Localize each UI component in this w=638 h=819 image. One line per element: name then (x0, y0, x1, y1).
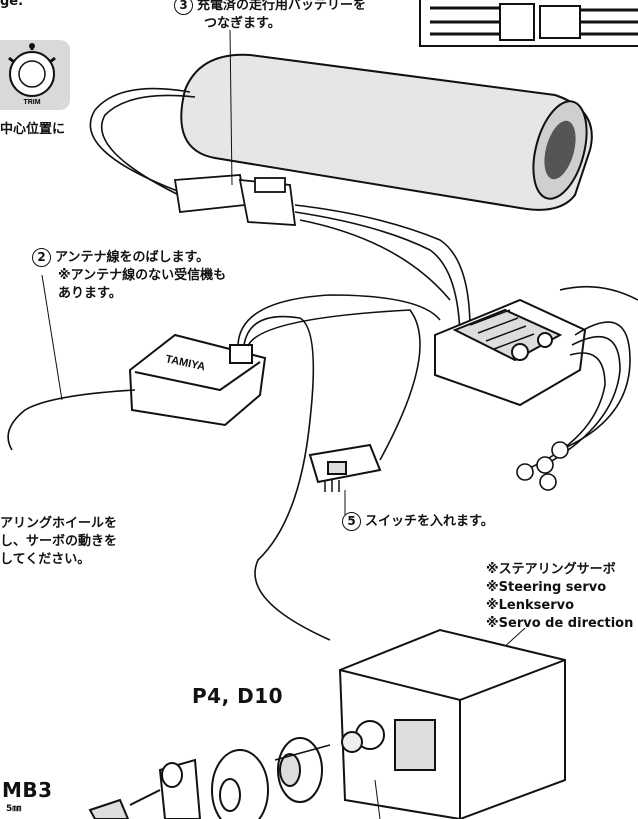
step2-pointer (41, 274, 63, 401)
p4-pointer (274, 744, 331, 761)
top-fragment-text: ge. (0, 0, 24, 9)
step5-number: 5 (342, 512, 361, 531)
trim-label: TRIM (23, 99, 40, 106)
battery-pack (180, 53, 593, 211)
left-instruction-line1: アリングホイールを (0, 516, 118, 531)
servo-horn-parts (88, 737, 323, 819)
step5-text: スイッチを入れます。 (365, 514, 494, 529)
screw-code-label: MB3 (2, 778, 53, 802)
step2-number: 2 (32, 248, 51, 267)
receiver: TAMIYA (128, 333, 267, 427)
step3-line1: 充電済の走行用バッテリーを (197, 0, 367, 13)
steering-servo (338, 628, 566, 819)
servo-label-fr: ※Servo de direction (486, 616, 634, 631)
step2-line3: あります。 (58, 286, 122, 301)
servo-label-jp: ※ステアリングサーボ (486, 562, 616, 577)
step3-line2: つなぎます。 (204, 16, 281, 31)
esc-unit (434, 298, 587, 407)
step3-number: 3 (174, 0, 193, 15)
step2-line2: ※アンテナ線のない受信機も (58, 268, 227, 283)
motor-leads (516, 285, 638, 491)
power-switch (308, 443, 382, 492)
screw-size-label: 5㎜ (6, 804, 22, 814)
step3-pointer (229, 29, 233, 186)
part-code-label: P4, D10 (192, 684, 284, 708)
center-fragment-text: 中心位置に (0, 122, 66, 137)
servo-label-en: ※Steering servo (486, 580, 607, 595)
left-instruction-line3: してください。 (0, 552, 91, 567)
battery-wires (89, 87, 196, 199)
connector-detail (419, 0, 638, 47)
step2-line1: アンテナ線をのばします。 (55, 250, 210, 265)
screw-arrow (129, 789, 161, 806)
servo-bottom-pointer (374, 779, 381, 819)
receiver-wires (7, 294, 441, 641)
servo-label-de: ※Lenkservo (486, 598, 575, 613)
step5-instruction: 5 スイッチを入れます。 (342, 512, 494, 531)
trim-knob-icon: TRIM (8, 43, 56, 106)
step2-instruction: 2 アンテナ線をのばします。 (32, 248, 209, 267)
esc-wires (294, 204, 471, 336)
step3-instruction: 3 充電済の走行用バッテリーを (174, 0, 366, 15)
left-instruction-line2: し、サーボの動きを (0, 534, 118, 549)
battery-connector (173, 174, 297, 226)
